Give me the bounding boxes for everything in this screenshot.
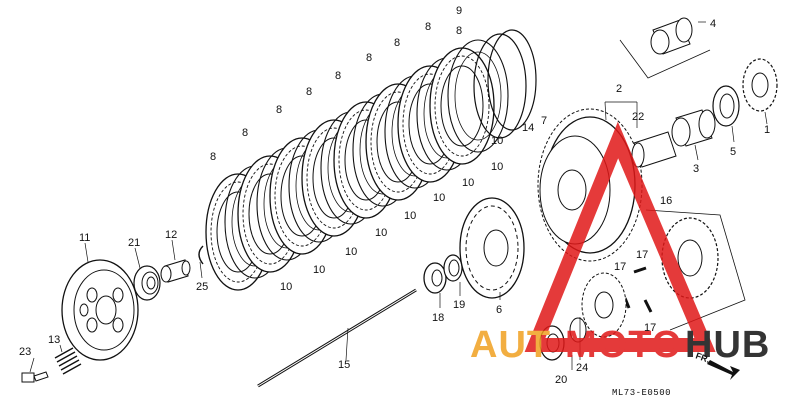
part-label-5: 5 bbox=[730, 146, 736, 158]
leader-lines bbox=[29, 21, 768, 373]
part-label-12: 12 bbox=[165, 229, 177, 241]
pressure-plate bbox=[61, 259, 139, 361]
damper-spring bbox=[633, 266, 647, 274]
part-label-4: 4 bbox=[710, 18, 716, 30]
needle-bearing bbox=[631, 131, 677, 168]
circlip bbox=[198, 245, 204, 265]
part-label-13: 13 bbox=[48, 334, 60, 346]
part-label-19: 19 bbox=[453, 299, 465, 311]
part-label-8: 8 bbox=[425, 21, 431, 33]
watermark-logo: AUT MOTO HUB bbox=[470, 121, 770, 366]
part-label-8: 8 bbox=[242, 127, 248, 139]
part-label-14: 14 bbox=[522, 122, 534, 134]
part-label-7: 7 bbox=[541, 115, 547, 127]
part-label-8: 8 bbox=[456, 25, 462, 37]
part-label-11: 11 bbox=[79, 232, 90, 244]
front-direction-label: FR. bbox=[694, 350, 711, 364]
thrust-washer bbox=[712, 85, 740, 127]
part-label-17c: 17 bbox=[644, 322, 656, 334]
diagram-code: ML73-E0500 bbox=[612, 388, 671, 398]
lock-washer bbox=[443, 254, 463, 282]
watermark-text-right: HUB bbox=[685, 324, 770, 366]
part-label-22: 22 bbox=[632, 111, 644, 123]
part-label-3: 3 bbox=[693, 163, 699, 175]
part-label-23: 23 bbox=[19, 346, 31, 358]
bushing bbox=[619, 17, 711, 79]
part-label-10: 10 bbox=[404, 210, 416, 222]
part-label-8: 8 bbox=[306, 86, 312, 98]
part-label-10: 10 bbox=[345, 246, 357, 258]
part-label-8: 8 bbox=[366, 52, 372, 64]
part-label-25: 25 bbox=[196, 281, 208, 293]
part-label-15: 15 bbox=[338, 359, 350, 371]
lifter-piece bbox=[160, 259, 191, 283]
primary-drive-sprocket bbox=[742, 58, 778, 112]
part-label-17a: 17 bbox=[614, 261, 626, 273]
bearing bbox=[133, 265, 161, 301]
part-label-10: 10 bbox=[313, 264, 325, 276]
part-label-8: 8 bbox=[335, 70, 341, 82]
part-label-6: 6 bbox=[496, 304, 502, 316]
part-label-16: 16 bbox=[660, 195, 672, 207]
part-label-20: 20 bbox=[555, 374, 567, 386]
push-rod-highlight bbox=[257, 289, 417, 387]
clutch-spring bbox=[54, 347, 82, 375]
part-label-10: 10 bbox=[280, 281, 292, 293]
clutch-disc-stack bbox=[205, 29, 537, 291]
lock-nut bbox=[423, 262, 447, 294]
clutch-bolt bbox=[21, 371, 49, 383]
part-label-10: 10 bbox=[433, 192, 445, 204]
clutch-center bbox=[459, 197, 525, 299]
part-label-10: 10 bbox=[491, 161, 503, 173]
part-label-10: 10 bbox=[375, 227, 387, 239]
part-label-24: 24 bbox=[576, 362, 588, 374]
clutch-outer-housing bbox=[537, 108, 643, 262]
part-label-10: 10 bbox=[462, 177, 474, 189]
watermark-triangle bbox=[524, 121, 716, 352]
part-label-8: 8 bbox=[394, 37, 400, 49]
damper-spring bbox=[643, 299, 653, 313]
watermark-text-left: AUT bbox=[470, 324, 551, 366]
part-label-10: 10 bbox=[491, 135, 503, 147]
part-label-18: 18 bbox=[432, 312, 444, 324]
part-label-8: 8 bbox=[210, 151, 216, 163]
collar bbox=[671, 109, 716, 147]
part-label-9: 9 bbox=[456, 5, 462, 17]
oil-pump-gear bbox=[581, 272, 627, 338]
watermark-text-mid: MOTO bbox=[565, 324, 682, 366]
part-label-8: 8 bbox=[276, 104, 282, 116]
part-label-2: 2 bbox=[616, 83, 622, 95]
front-direction-arrow: FR. bbox=[694, 350, 740, 380]
part-labels: 1 2 3 4 5 6 7 9 11 12 13 14 15 16 17 17 … bbox=[19, 5, 770, 386]
part-label-21: 21 bbox=[128, 237, 140, 249]
part-label-1: 1 bbox=[764, 124, 770, 136]
part-label-17b: 17 bbox=[636, 249, 648, 261]
